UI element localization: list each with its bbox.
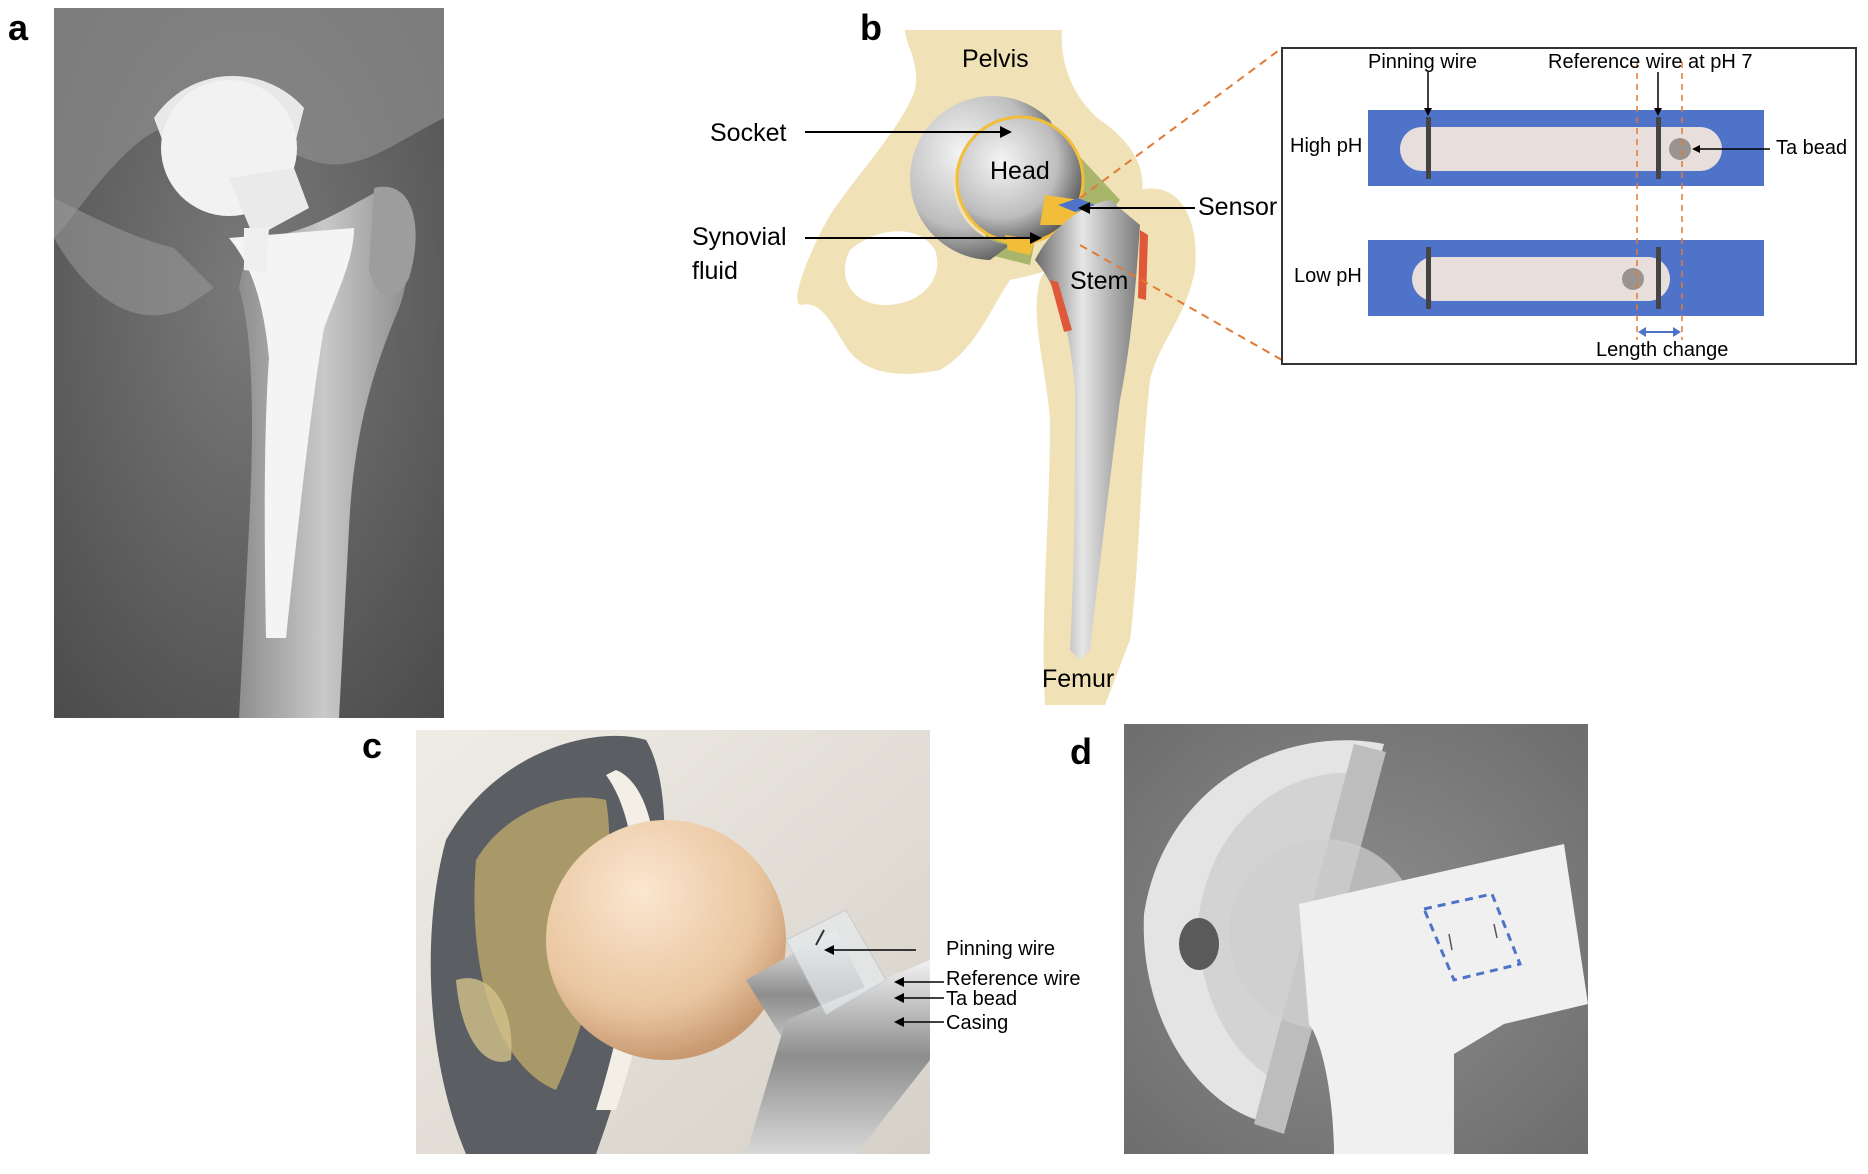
inset-label-low-ph: Low pH [1294,265,1362,287]
implant-stem [1035,200,1140,660]
panel-c-letter: c [362,725,383,766]
photo-label-pinning-wire: Pinning wire [946,938,1055,960]
label-sensor: Sensor [1198,193,1278,221]
label-synovial: Synovial [692,223,787,251]
socket-shell [910,96,1060,260]
panel-a-xray-image [54,8,444,718]
panel-d-xray-image [1124,724,1588,1154]
panel-a-letter: a [8,7,29,48]
label-pelvis: Pelvis [962,45,1029,73]
panel-d-letter: d [1070,731,1092,772]
photo-label-reference-wire: Reference wire [946,968,1081,990]
label-head: Head [990,157,1050,185]
label-stem: Stem [1070,267,1129,295]
label-femur: Femur [1042,665,1115,693]
label-fluid: fluid [692,257,738,285]
photo-label-ta-bead: Ta bead [946,988,1018,1010]
inset-label-ta-bead: Ta bead [1776,137,1848,159]
panel-c-implant-photo [416,730,930,1154]
photo-label-casing: Casing [946,1012,1009,1034]
panel-b-letter: b [860,7,882,48]
inset-label-length-change: Length change [1596,339,1729,361]
inset-label-reference-wire: Reference wire at pH 7 [1548,51,1753,73]
inset-label-high-ph: High pH [1290,135,1363,157]
inset-label-pinning-wire: Pinning wire [1368,51,1477,73]
label-socket: Socket [710,119,787,147]
